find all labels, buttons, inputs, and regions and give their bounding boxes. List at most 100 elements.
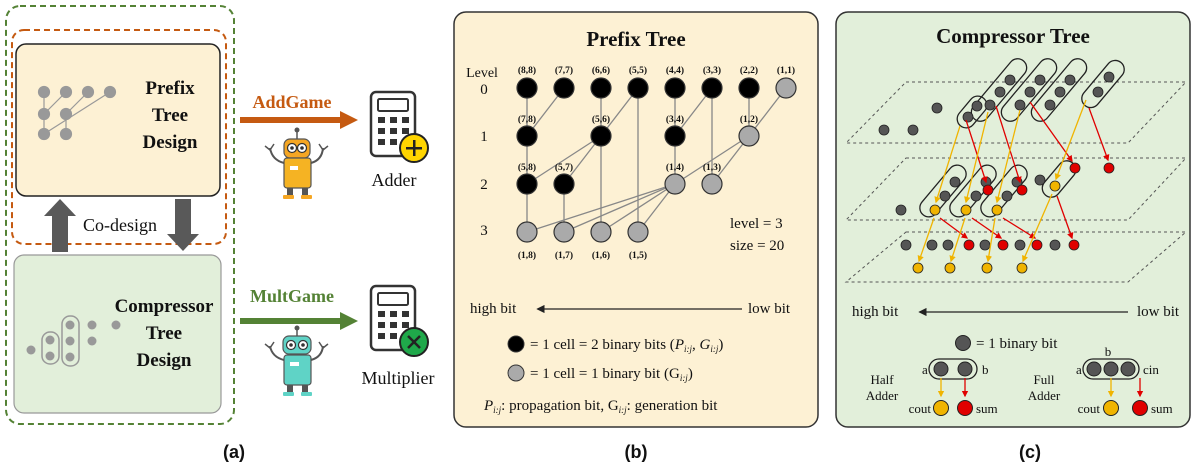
prefix-tree-nodes: [516, 77, 797, 243]
label-1-4: (1,4): [666, 162, 684, 173]
level-number-0: 0: [480, 82, 488, 98]
multgame-label: MultGame: [250, 286, 334, 306]
label-5-7: (5,7): [555, 162, 573, 173]
node-6-6: [590, 77, 612, 99]
legend-gray-text: = 1 cell = 1 binary bit (Gi:j): [530, 366, 693, 383]
legend-black-node-icon: [507, 335, 525, 353]
node-1-5: [627, 221, 649, 243]
adder-calculator-icon: [369, 90, 429, 163]
node-1-2: [738, 125, 760, 147]
stat-level: level = 3: [730, 216, 783, 232]
node-4-4: [664, 77, 686, 99]
half-adder-sum-label: sum: [976, 401, 998, 416]
level-number-1: 1: [480, 129, 488, 145]
yellow-cout-arrows-top: [934, 99, 1087, 204]
half-adder-a: a: [922, 362, 928, 377]
addgame-label: AddGame: [252, 92, 331, 112]
node-5-5: [627, 77, 649, 99]
compressor-tree-panel: [835, 11, 1191, 428]
label-1-3: (1,3): [703, 162, 721, 173]
prefix-tree-title: Prefix Tree: [586, 27, 685, 51]
level-number-2: 2: [480, 177, 488, 193]
half-adder-input-a: [933, 361, 949, 377]
full-adder-input-b: [1103, 361, 1119, 377]
half-adder-label-line1: Half: [870, 372, 894, 387]
label-7-7: (7,7): [555, 65, 573, 76]
prefix-node-labels: (8,8) (7,7) (6,6) (5,5) (4,4) (3,3) (2,2…: [518, 65, 795, 261]
prefix-title-line2: Tree: [152, 105, 188, 126]
label-7-8: (7,8): [518, 114, 536, 125]
label-4-4: (4,4): [666, 65, 684, 76]
half-adder-capsule: [928, 358, 978, 380]
level-number-3: 3: [480, 223, 488, 239]
high-bit-label: high bit: [470, 301, 517, 317]
red-sum-arrows-top: [965, 101, 1110, 184]
panel-b: Prefix Tree Level 0 1 2 3: [453, 11, 819, 462]
compressor-title-line2: Tree: [146, 323, 182, 344]
multgame-arrow: [240, 312, 358, 330]
low-bit-label: low bit: [748, 301, 791, 317]
codesign-up-arrow: [44, 199, 76, 252]
half-adder-sum-bit: [957, 400, 973, 416]
full-adder-cout-bit: [1103, 400, 1119, 416]
orange-robot-icon: [264, 127, 329, 199]
label-1-2: (1,2): [740, 114, 758, 125]
high-bit-label-c: high bit: [852, 304, 899, 320]
half-adder-cout-bit: [933, 400, 949, 416]
node-7-8: [516, 125, 538, 147]
compressor-title-line3: Design: [137, 350, 192, 371]
label-2-2: (2,2): [740, 65, 758, 76]
node-1-3: [701, 173, 723, 195]
compressor-tree-title: Compressor Tree: [936, 24, 1090, 48]
codesign-down-arrow: [167, 199, 199, 251]
half-adder-b: b: [982, 362, 989, 377]
node-1-4: [664, 173, 686, 195]
legend-bit-icon: [955, 335, 971, 351]
prefix-tree-panel: [453, 11, 819, 428]
codesign-label: Co-design: [83, 215, 157, 235]
legend-black-text: = 1 cell = 2 binary bits (Pi:j, Gi:j): [530, 337, 723, 354]
label-3-3: (3,3): [703, 65, 721, 76]
label-1-1: (1,1): [777, 65, 795, 76]
stat-size: size = 20: [730, 238, 784, 254]
low-bit-label-c: low bit: [1137, 304, 1180, 320]
half-adder-input-b: [957, 361, 973, 377]
full-adder-a: a: [1076, 362, 1082, 377]
caption-c: (c): [1019, 442, 1041, 462]
full-adder-sum-bit: [1132, 400, 1148, 416]
node-2-2: [738, 77, 760, 99]
adder-label: Adder: [372, 170, 417, 190]
level-heading: Level: [466, 66, 498, 81]
label-1-7: (1,7): [555, 250, 573, 261]
node-5-8: [516, 173, 538, 195]
addgame-arrow: [240, 111, 358, 129]
full-adder-label-line2: Adder: [1028, 388, 1061, 403]
label-6-6: (6,6): [592, 65, 610, 76]
node-5-7: [553, 173, 575, 195]
label-5-5: (5,5): [629, 65, 647, 76]
label-3-4: (3,4): [666, 114, 684, 125]
prefix-dashed-border: [11, 29, 227, 245]
label-1-8: (1,8): [518, 250, 536, 261]
full-adder-label-line1: Full: [1034, 372, 1055, 387]
panel-a-outer-border: [5, 5, 235, 425]
bottom-plane-bits: [900, 239, 1080, 274]
prefix-title-line3: Design: [143, 132, 198, 153]
compressor-title-line1: Compressor: [115, 296, 214, 317]
yellow-cout-arrows-middle: [917, 193, 1053, 263]
multiplier-label: Multiplier: [362, 368, 435, 388]
node-7-7: [553, 77, 575, 99]
legend-gray-node-icon: [507, 364, 525, 382]
label-5-8: (5,8): [518, 162, 536, 173]
node-1-1: [775, 77, 797, 99]
prefix-title-line1: Prefix: [145, 78, 195, 99]
full-adder-input-cin: [1120, 361, 1136, 377]
node-5-6: [590, 125, 612, 147]
label-1-5: (1,5): [629, 250, 647, 261]
full-adder-cin: cin: [1143, 362, 1159, 377]
label-8-8: (8,8): [518, 65, 536, 76]
caption-a: (a): [223, 442, 245, 462]
half-adder-label-line2: Adder: [866, 388, 899, 403]
